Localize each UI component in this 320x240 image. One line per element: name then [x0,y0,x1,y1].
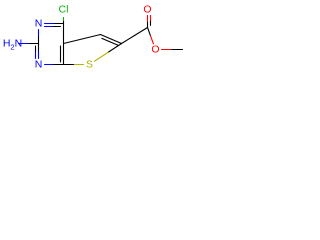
bond-8-b [81,33,102,40]
atom-label-o-ester: O [151,44,159,56]
atom-label-s: S [86,59,93,71]
bond-lines [17,14,184,66]
atom-label-o-carbonyl: O [143,4,151,16]
bond-8-a [62,38,83,45]
bond-12-a [120,34,136,45]
bond-9-double-a [101,37,111,43]
atom-label-nh2: H2N [3,38,22,52]
bond-10-a [107,42,123,53]
bond-12-b [133,26,149,37]
atom-label-n-lower: N [35,59,43,71]
atom-labels: Cl N H2N N S O O [3,4,160,71]
atom-label-cl: Cl [59,4,69,16]
bond-9-a [99,33,112,40]
bond-14-a [146,26,152,37]
molecule-structure: Cl N H2N N S O O [3,4,184,71]
bond-14-b [149,35,154,45]
bond-10-b [93,51,109,62]
bond-9-double-b [109,41,119,46]
bond-9-b [110,38,123,45]
atom-label-n-upper: N [35,18,43,30]
